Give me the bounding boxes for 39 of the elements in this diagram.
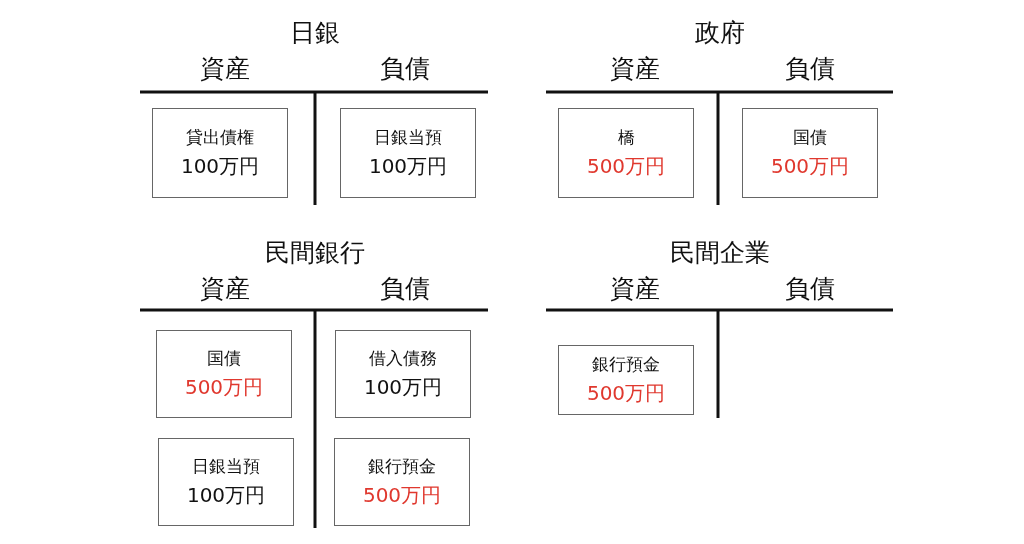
item-name: 日銀当預 bbox=[374, 126, 442, 150]
item-name: 国債 bbox=[793, 126, 827, 150]
account-title: 日銀 bbox=[290, 16, 340, 49]
item-name: 日銀当預 bbox=[192, 455, 260, 479]
item-name: 橋 bbox=[617, 126, 635, 150]
amount-value: 500万円 bbox=[586, 152, 666, 180]
account-item-box bbox=[334, 438, 470, 526]
account-item-box bbox=[558, 108, 694, 198]
account-title: 民間企業 bbox=[670, 236, 770, 269]
item-name: 借入債務 bbox=[369, 347, 437, 371]
item-name: 国債 bbox=[207, 347, 241, 371]
amount-value: 100万円 bbox=[368, 152, 448, 180]
amount-value: 100万円 bbox=[186, 481, 266, 509]
account-item-box bbox=[335, 330, 471, 418]
amount-value: 500万円 bbox=[362, 481, 442, 509]
column-heading: 負債 bbox=[785, 52, 835, 85]
item-name: 貸出債権 bbox=[186, 126, 254, 150]
column-heading: 負債 bbox=[380, 52, 430, 85]
amount-value: 500万円 bbox=[586, 379, 666, 407]
account-item-box bbox=[152, 108, 288, 198]
column-heading: 資産 bbox=[200, 52, 250, 85]
amount-value: 100万円 bbox=[363, 373, 443, 401]
amount-value: 500万円 bbox=[184, 373, 264, 401]
account-title: 政府 bbox=[695, 16, 745, 49]
amount-value: 500万円 bbox=[770, 152, 850, 180]
account-item-box bbox=[742, 108, 878, 198]
item-name: 銀行預金 bbox=[368, 455, 436, 479]
account-title: 民間銀行 bbox=[265, 236, 365, 269]
column-heading: 資産 bbox=[610, 272, 660, 305]
column-heading: 負債 bbox=[380, 272, 430, 305]
item-name: 銀行預金 bbox=[592, 353, 660, 377]
account-item-box bbox=[158, 438, 294, 526]
account-item-box bbox=[156, 330, 292, 418]
account-item-box bbox=[340, 108, 476, 198]
column-heading: 資産 bbox=[200, 272, 250, 305]
amount-value: 100万円 bbox=[180, 152, 260, 180]
column-heading: 資産 bbox=[610, 52, 660, 85]
column-heading: 負債 bbox=[785, 272, 835, 305]
account-item-box bbox=[558, 345, 694, 415]
